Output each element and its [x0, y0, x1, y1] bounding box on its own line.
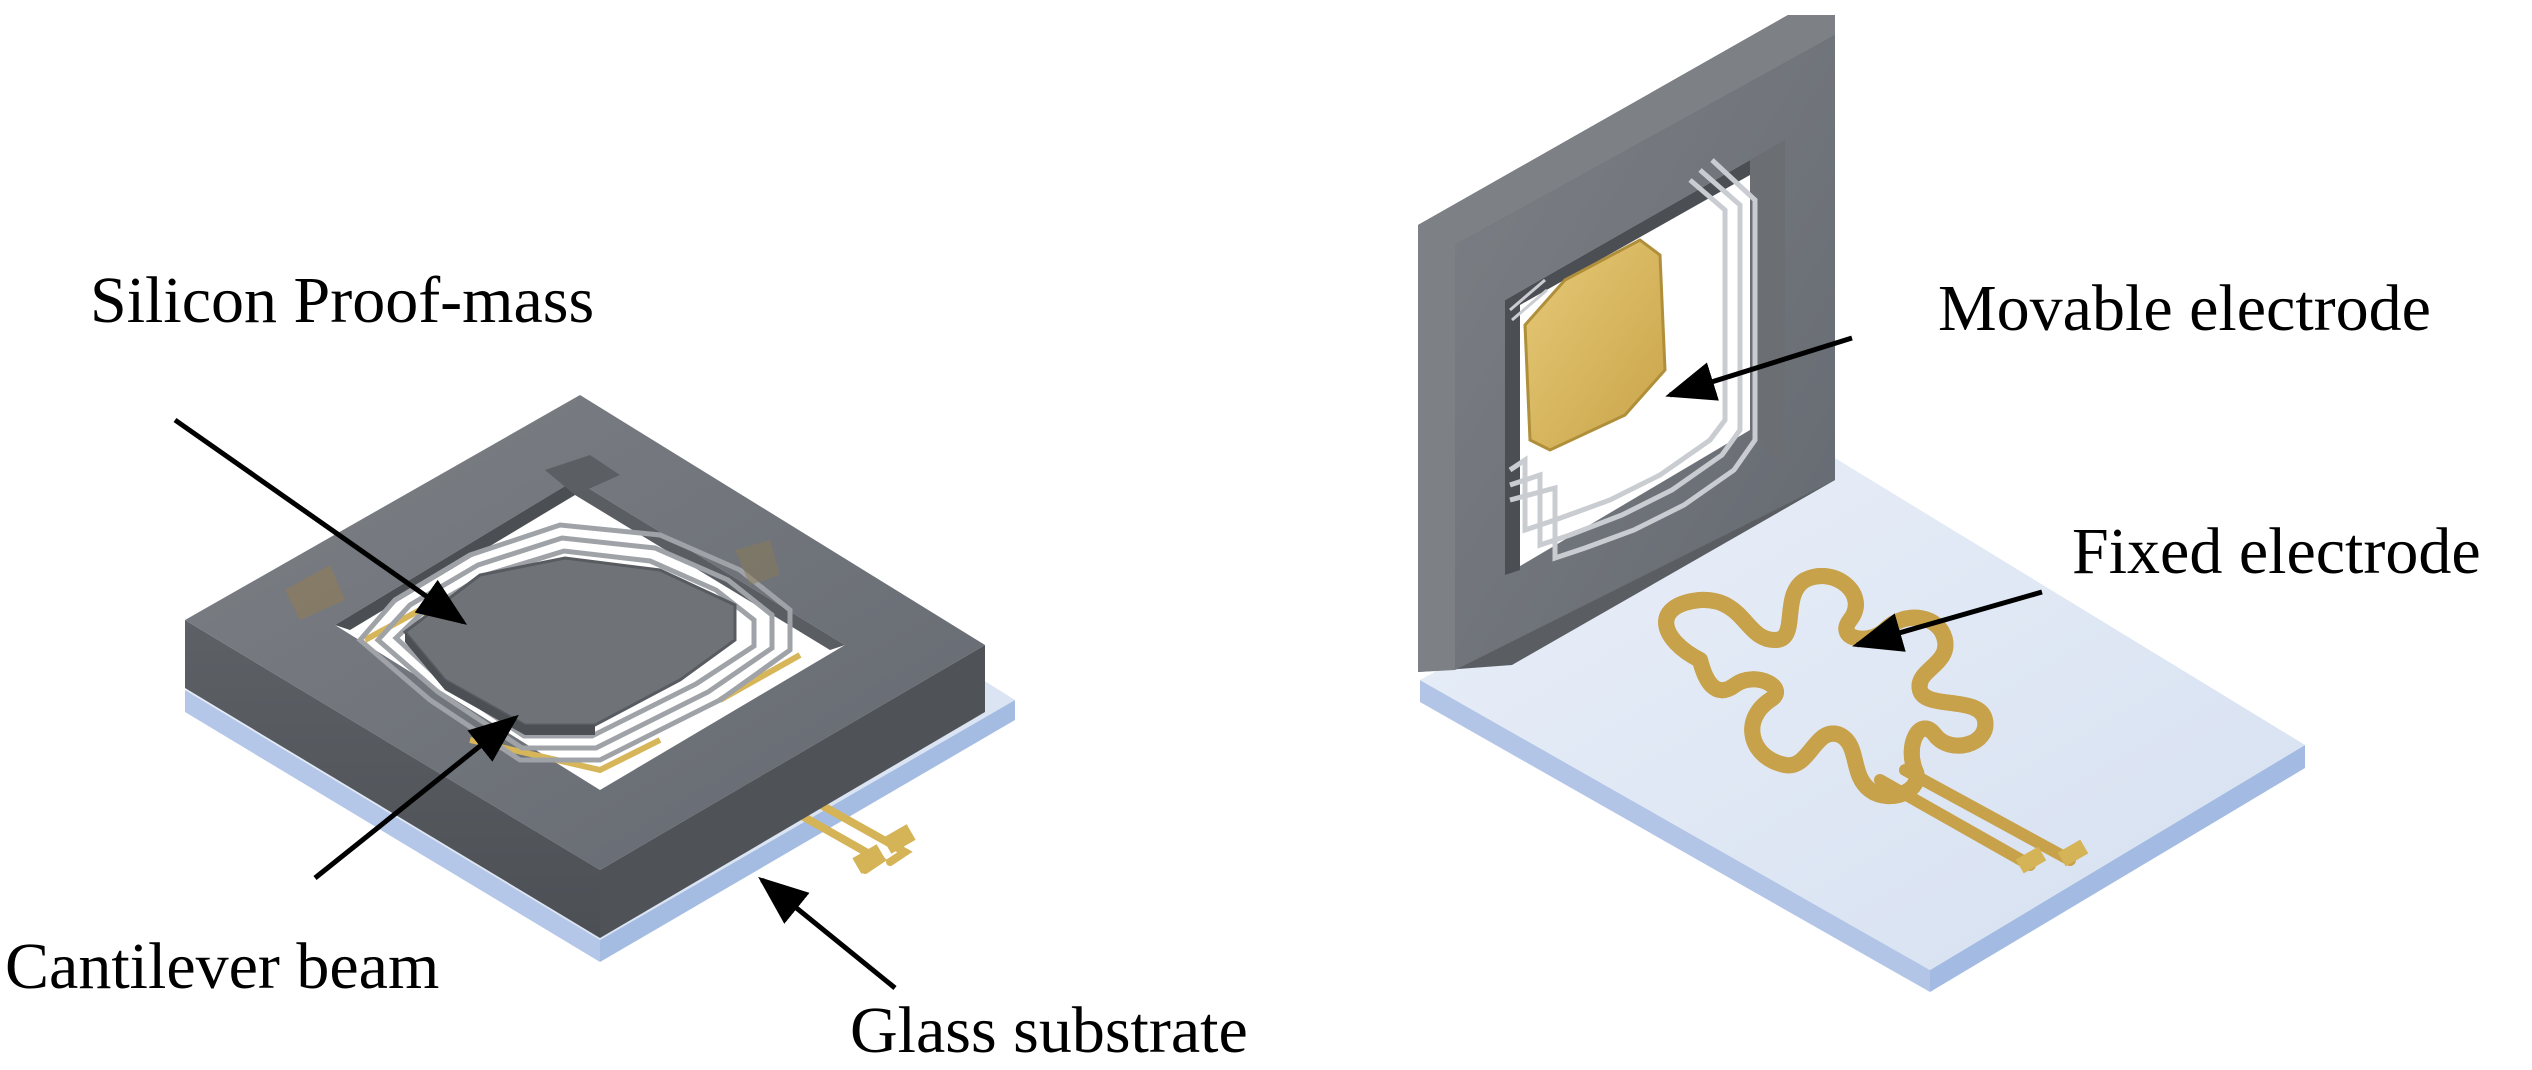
arrow-proof-mass	[173, 417, 468, 625]
label-fixed-electrode: Fixed electrode	[2072, 515, 2481, 588]
arrow-fixed	[1852, 589, 2043, 652]
label-glass-substrate: Glass substrate	[850, 994, 1248, 1067]
label-movable-electrode: Movable electrode	[1938, 272, 2431, 345]
proof-mass-left	[285, 455, 780, 735]
label-silicon-proof-mass: Silicon Proof-mass	[90, 264, 594, 337]
movable-electrode	[1509, 238, 1667, 452]
fixed-electrode	[1666, 576, 2089, 874]
label-cantilever-beam: Cantilever beam	[5, 930, 439, 1003]
cantilever-beams-right	[1508, 158, 1758, 562]
arrow-glass	[758, 876, 897, 990]
annotation-arrows	[173, 335, 2043, 990]
arrow-cantilever	[313, 714, 519, 880]
left-device	[185, 395, 1015, 962]
arrow-movable	[1665, 335, 1853, 401]
right-device	[1418, 15, 2305, 992]
